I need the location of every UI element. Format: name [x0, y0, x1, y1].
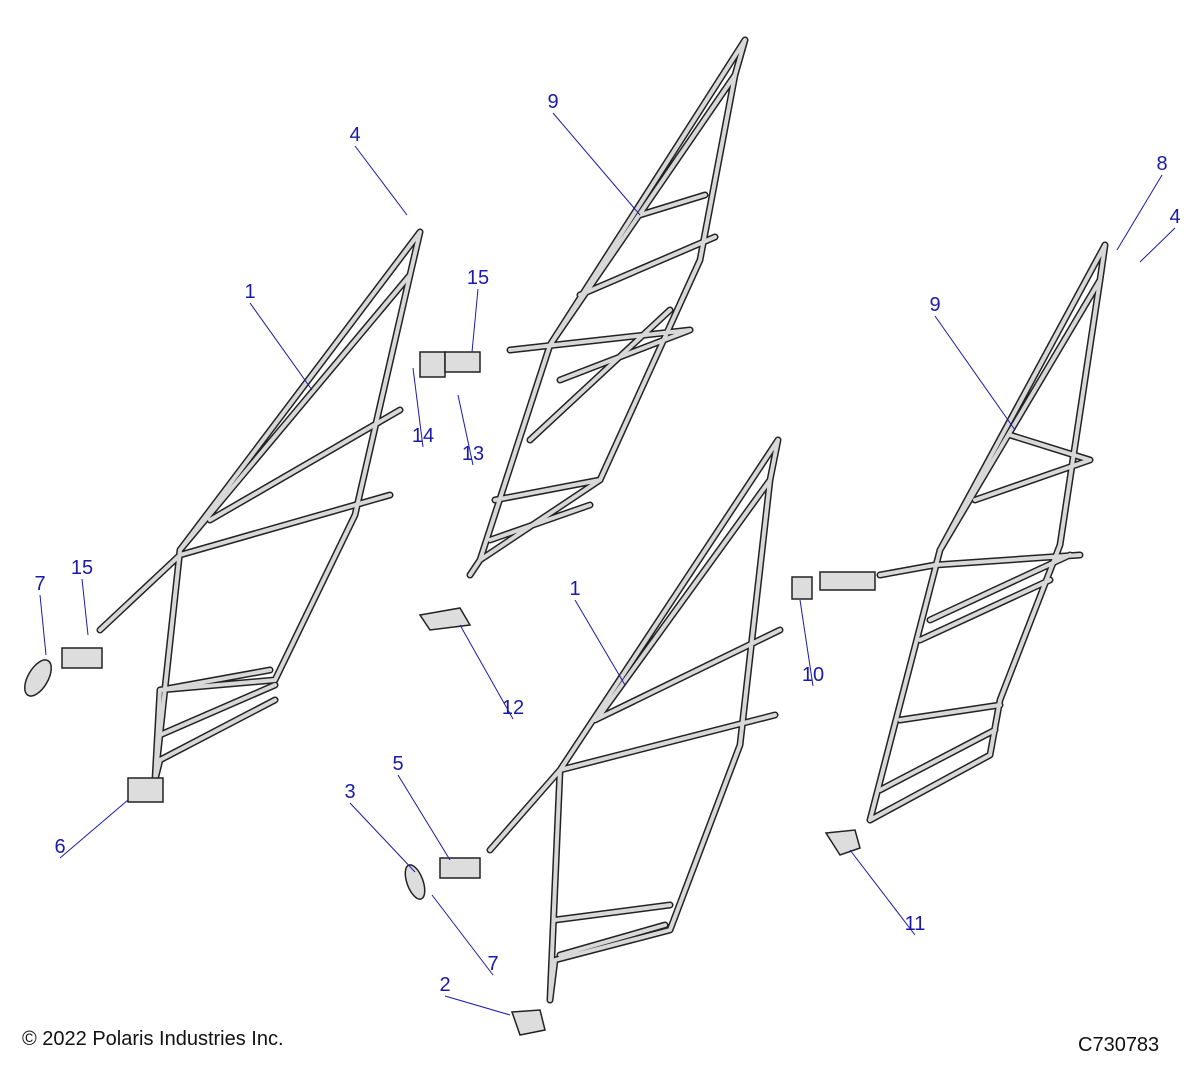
leader-line	[59, 799, 129, 859]
part-buckle-15-top	[444, 351, 481, 373]
part-latch-top	[419, 351, 446, 378]
copyright-text: © 2022 Polaris Industries Inc.	[22, 1028, 284, 1050]
net-frame-4	[868, 243, 1107, 822]
callout-label: 6	[54, 836, 65, 858]
leader-line	[471, 288, 479, 353]
callout-label: 13	[462, 443, 484, 465]
part-buckle-right	[819, 571, 876, 591]
leader-line	[1116, 174, 1163, 251]
callout-label: 2	[439, 974, 450, 996]
leader-line	[444, 995, 511, 1016]
leader-line	[849, 849, 916, 936]
leader-line	[39, 594, 47, 656]
leader-line	[349, 802, 416, 873]
callout-label: 11	[905, 913, 926, 935]
leader-line	[249, 302, 313, 391]
net-frame-3	[488, 438, 782, 1002]
net-frame-2	[468, 38, 747, 577]
leader-line	[574, 599, 626, 686]
leader-line	[459, 624, 514, 720]
leader-line	[934, 315, 1016, 431]
callout-label: 4	[1169, 206, 1180, 228]
part-2	[510, 1009, 546, 1036]
callout-label: 3	[344, 781, 355, 803]
callout-label: 5	[392, 753, 403, 775]
callout-label: 15	[71, 557, 93, 579]
part-11	[824, 829, 861, 856]
part-7-left	[24, 659, 52, 697]
leader-line	[552, 112, 641, 216]
part-10	[791, 576, 813, 600]
leader-line	[412, 367, 424, 448]
part-12	[418, 607, 472, 631]
net-frames	[96, 36, 1109, 1004]
leader-line	[457, 394, 474, 466]
leader-line	[81, 578, 89, 636]
diagram-id: C730783	[1078, 1034, 1160, 1056]
callout-label: 1	[569, 578, 580, 600]
leader-line	[431, 894, 494, 976]
part-6	[127, 777, 164, 803]
callout-label: 9	[547, 91, 558, 113]
callout-label: 8	[1156, 153, 1167, 175]
callout-label: 9	[929, 294, 940, 316]
leader-lines	[39, 112, 1176, 1016]
callout-label: 15	[467, 267, 489, 289]
callout-label: 7	[487, 953, 498, 975]
callout-label: 4	[349, 124, 360, 146]
callout-label: 1	[244, 281, 255, 303]
net-frame-1	[96, 228, 424, 784]
part-5	[439, 857, 481, 879]
leader-line	[799, 599, 814, 687]
leader-line	[1139, 227, 1176, 263]
callout-label: 12	[502, 697, 524, 719]
part-3	[404, 864, 426, 900]
net-frame-1	[98, 230, 422, 782]
callout-label: 14	[412, 425, 434, 447]
leader-line	[354, 145, 408, 216]
callout-label: 7	[34, 573, 45, 595]
leader-line	[397, 774, 451, 861]
callout-label: 10	[802, 664, 824, 686]
part-buckle-15-left	[61, 647, 103, 669]
small-parts	[24, 351, 876, 1036]
callout-labels: 4 1 15 14 13 9 8 4 9 7 15 1 12 10 6 3 5 …	[34, 91, 1180, 996]
